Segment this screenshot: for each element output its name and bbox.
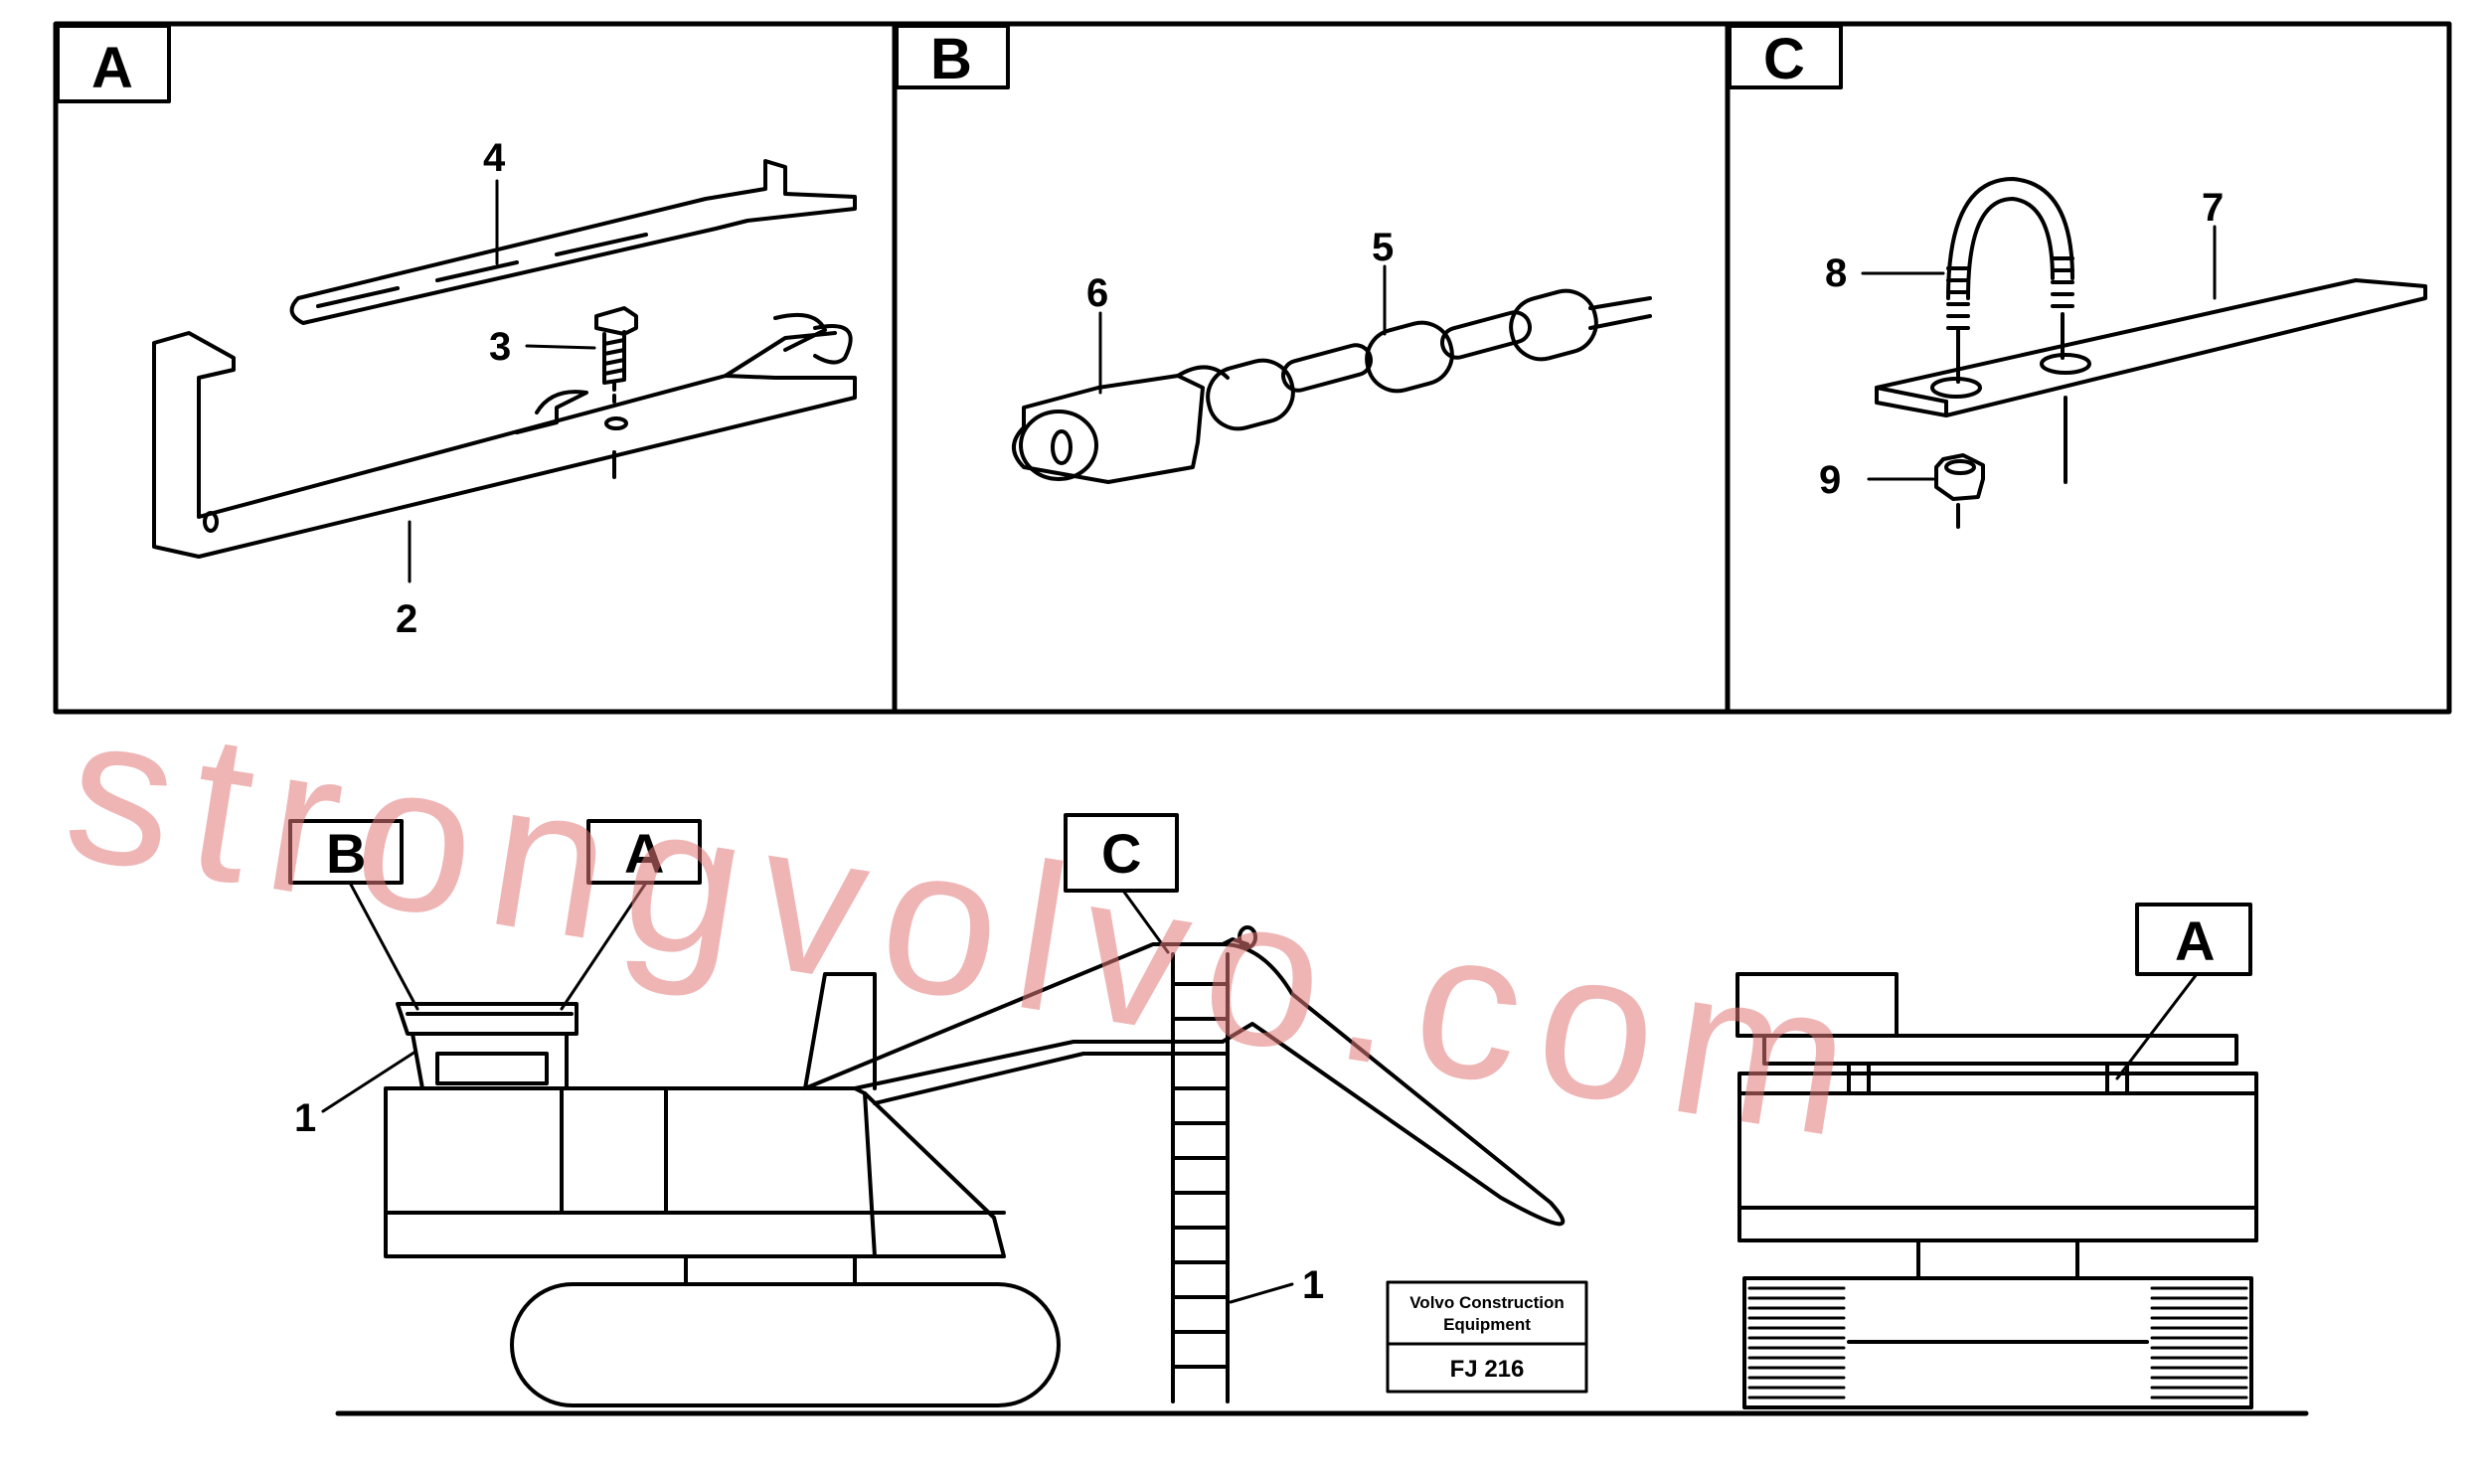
excavator-rear-view — [1735, 972, 2258, 1409]
excavator-side-view — [384, 925, 1566, 1407]
panel-c-label: C — [1763, 27, 1805, 91]
title-code: FJ 216 — [1450, 1356, 1525, 1383]
panel-b-frame — [892, 21, 1731, 715]
bracket-part-2 — [152, 313, 857, 559]
tag-left-a-label: A — [624, 822, 664, 885]
tag-left-b-label: B — [326, 822, 366, 885]
panel-b-label: B — [930, 27, 972, 91]
tag-box-left-b — [288, 819, 404, 885]
callout-7: 7 — [2202, 186, 2224, 230]
callout-8: 8 — [1825, 251, 1847, 295]
callout-machine-1b: 1 — [1302, 1263, 1324, 1307]
panel-c-frame — [1725, 21, 2452, 715]
panel-c-letter-box — [1728, 24, 1843, 89]
callout-3: 3 — [489, 325, 511, 369]
bolt-part-3 — [594, 306, 638, 479]
chain-part-5 — [1206, 288, 1652, 431]
callout-2: 2 — [396, 597, 417, 641]
tag-box-left-a — [586, 819, 702, 885]
callout-5: 5 — [1372, 226, 1394, 269]
title-block — [1386, 1280, 1588, 1394]
watermark: strongvolvo.com — [53, 668, 1885, 1183]
tag-ladder-c-label: C — [1101, 822, 1141, 885]
tag-box-ladder-c — [1064, 813, 1179, 893]
panel-a-label: A — [91, 36, 133, 100]
u-bolt-part-8 — [1946, 177, 2074, 484]
title-company-line1: Volvo Construction — [1409, 1293, 1565, 1312]
tag-right-a-label: A — [2175, 909, 2215, 972]
callout-4: 4 — [483, 136, 506, 180]
padlock-part-6 — [1012, 365, 1230, 484]
callout-9: 9 — [1819, 458, 1841, 502]
panel-a-frame — [53, 21, 898, 715]
nut-part-9 — [1934, 453, 1985, 529]
callout-machine-1a: 1 — [294, 1096, 316, 1140]
strap-part-4 — [289, 159, 857, 325]
panel-b-letter-box — [895, 24, 1010, 89]
title-company-line2: Equipment — [1443, 1315, 1531, 1334]
callout-6: 6 — [1086, 271, 1108, 315]
panel-a-letter-box — [56, 24, 171, 103]
tag-box-right-a — [2135, 903, 2252, 976]
